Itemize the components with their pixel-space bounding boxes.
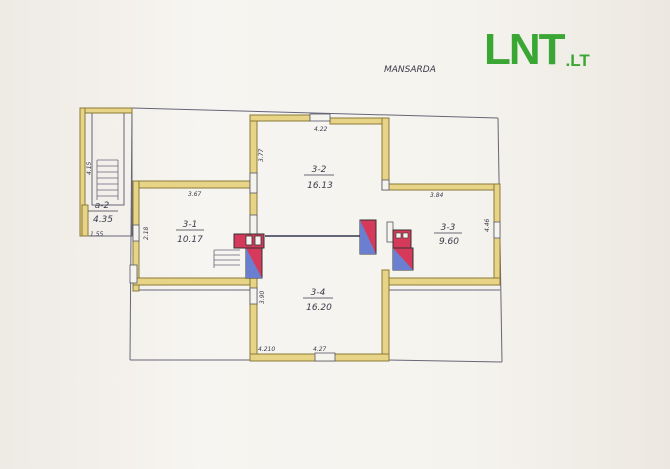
room-34-code: 3-4 <box>311 288 326 298</box>
room-33-code: 3-3 <box>441 223 456 233</box>
wall-openings <box>129 113 501 362</box>
room-33-area: 9.60 <box>439 237 459 247</box>
dimension-labels: 4.15 1.55 3.67 2.18 4.22 3.77 3.84 4.46 … <box>86 126 491 353</box>
dim-31-side: 2.18 <box>143 226 150 240</box>
lnt-logo: LNT .LT <box>484 25 590 74</box>
plan-title: MANSARDA <box>384 65 436 75</box>
logo-domain: .LT <box>565 51 590 70</box>
dim-34-bottom-left: 4.210 <box>258 346 275 353</box>
dim-33-top: 3.84 <box>430 192 444 199</box>
dim-stair-side: 4.15 <box>86 161 93 175</box>
dim-31-top: 3.67 <box>188 191 202 198</box>
room-32-code: 3-2 <box>312 165 327 175</box>
room-a2-area: 4.35 <box>93 215 113 225</box>
room-labels: a-2 4.35 3-1 10.17 3-2 16.13 3-3 9.60 3-… <box>88 165 462 313</box>
room-31-code: 3-1 <box>183 220 198 230</box>
room-32-area: 16.13 <box>307 181 333 191</box>
stair-treads <box>96 159 240 268</box>
dim-33-side: 4.46 <box>484 218 491 232</box>
room-34-area: 16.20 <box>306 303 332 313</box>
room-31-area: 10.17 <box>177 235 203 245</box>
dim-34-side: 3.90 <box>259 290 266 304</box>
dim-32-side: 3.77 <box>258 148 265 162</box>
dim-34-bottom-mid: 4.27 <box>313 346 327 353</box>
dim-a2-bottom: 1.55 <box>90 231 104 238</box>
dim-32-top: 4.22 <box>314 126 328 133</box>
chimneys <box>233 219 414 279</box>
room-a2-code: a-2 <box>95 201 110 211</box>
logo-text: LNT <box>484 25 566 74</box>
